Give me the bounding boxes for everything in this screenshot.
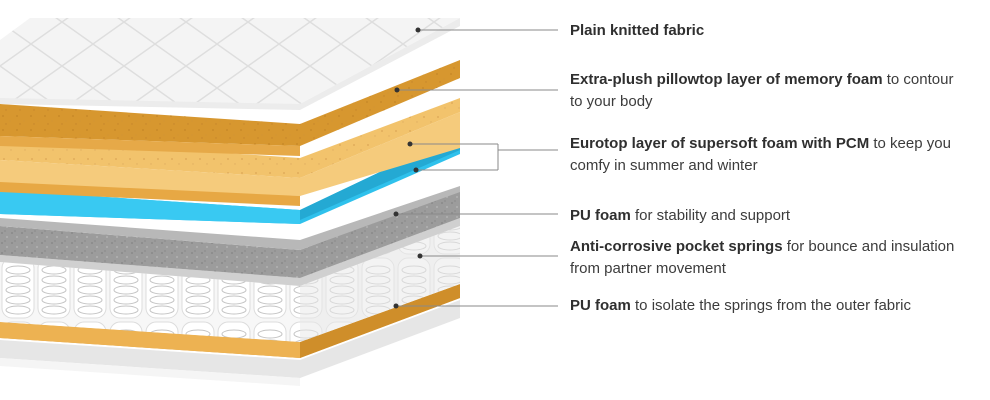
caption-bold: PU foam bbox=[570, 297, 631, 314]
caption-eurotop-pcm: Eurotop layer of supersoft foam with PCM… bbox=[570, 133, 970, 177]
caption-text: for stability and support bbox=[630, 207, 791, 224]
caption-bold: Plain knitted fabric bbox=[570, 22, 705, 39]
bottom-pu-foam-layer bbox=[0, 284, 460, 358]
caption-bold: Anti-corrosive pocket springs bbox=[570, 238, 783, 255]
bottom-fabric-layer bbox=[0, 300, 460, 386]
knitted-fabric-layer bbox=[0, 18, 460, 110]
caption-bold: Extra-plush pillowtop layer of memory fo… bbox=[570, 71, 883, 88]
leader-lines bbox=[396, 29, 558, 307]
caption-bold: PU foam bbox=[570, 207, 631, 224]
caption-pu-foam-support: PU foam for stability and support bbox=[570, 205, 970, 227]
pu-foam-layer bbox=[0, 186, 460, 278]
caption-text: to isolate the springs from the outer fa… bbox=[630, 297, 911, 314]
caption-text: for bounce and insulation from partner m… bbox=[570, 238, 955, 277]
caption-text: to contour to your body bbox=[570, 71, 954, 110]
leader-dots bbox=[393, 27, 423, 309]
caption-bold: Eurotop layer of supersoft foam with PCM bbox=[570, 135, 870, 152]
memory-foam-layer bbox=[0, 60, 460, 156]
caption-knitted-fabric: Plain knitted fabric bbox=[570, 20, 970, 42]
caption-pocket-springs: Anti-corrosive pocket springs for bounce… bbox=[570, 236, 970, 280]
caption-text: to keep you comfy in summer and winter bbox=[570, 135, 951, 174]
caption-pu-foam-isolate: PU foam to isolate the springs from the … bbox=[570, 295, 970, 317]
caption-memory-foam: Extra-plush pillowtop layer of memory fo… bbox=[570, 69, 970, 113]
eurotop-foam-layer bbox=[0, 98, 460, 206]
